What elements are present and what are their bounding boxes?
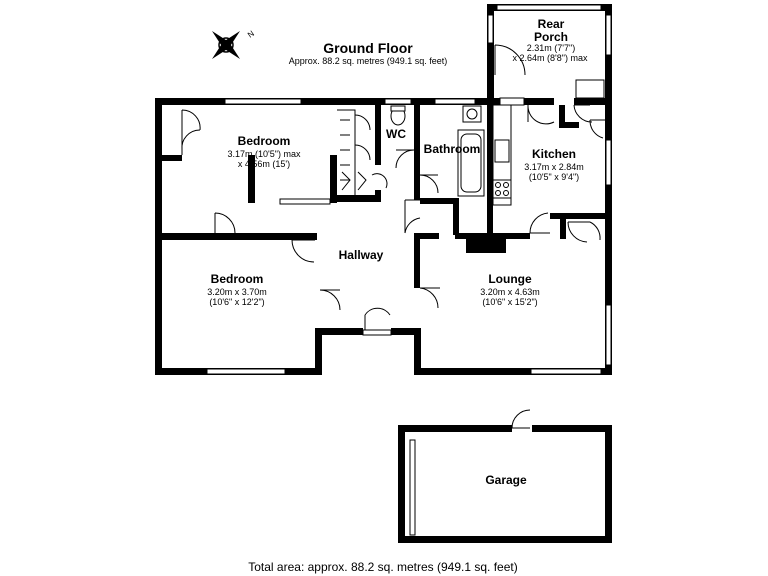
room-name: Porch [534, 30, 568, 44]
plan-title: Ground Floor [323, 40, 413, 56]
room-rear-porch: Rear Porch 2.31m (7'7") x 2.64m (8'8") m… [513, 17, 588, 63]
plan-subtitle: Approx. 88.2 sq. metres (949.1 sq. feet) [289, 56, 448, 66]
fixtures [390, 79, 605, 206]
basin-icon [462, 105, 482, 123]
wardrobes [181, 109, 388, 195]
garage-walls [398, 425, 612, 543]
room-dimension: 3.17m (10'5") max [228, 149, 301, 159]
room-dimension: x 4.56m (15') [238, 159, 290, 169]
room-bedroom-1: Bedroom 3.17m (10'5") max x 4.56m (15') [228, 134, 301, 169]
room-bathroom-name: Bathroom [424, 142, 481, 156]
room-dimension: 3.17m x 2.84m [524, 162, 584, 172]
room-dimension: (10'6" x 12'2") [209, 297, 264, 307]
room-name: Bedroom [211, 272, 264, 286]
room-garage-name: Garage [485, 473, 527, 487]
room-dimension: (10'5" x 9'4") [529, 172, 579, 182]
room-name: Lounge [488, 272, 532, 286]
hob-icon [492, 179, 512, 199]
room-lounge: Lounge 3.20m x 4.63m (10'6" x 15'2") [480, 272, 540, 307]
room-dimension: (10'6" x 15'2") [482, 297, 537, 307]
bathtub-icon [457, 129, 485, 197]
room-name: Bedroom [238, 134, 291, 148]
room-wc-name: WC [386, 127, 406, 141]
room-bedroom-2: Bedroom 3.20m x 3.70m (10'6" x 12'2") [207, 272, 267, 307]
total-area-footer: Total area: approx. 88.2 sq. metres (949… [248, 560, 517, 574]
windows [206, 4, 612, 536]
doors [214, 44, 605, 429]
room-dimension: 3.20m x 3.70m [207, 287, 267, 297]
compass-north-letter: N [246, 29, 256, 40]
room-dimension: 2.31m (7'7") [527, 43, 575, 53]
room-kitchen: Kitchen 3.17m x 2.84m (10'5" x 9'4") [524, 147, 584, 182]
room-dimension: 3.20m x 4.63m [480, 287, 540, 297]
room-name: Rear [538, 17, 565, 31]
room-hallway-name: Hallway [339, 248, 384, 262]
room-dimension: x 2.64m (8'8") max [513, 53, 588, 63]
compass-icon: N [212, 29, 256, 59]
room-name: Kitchen [532, 147, 576, 161]
kitchen-sink-icon [494, 139, 510, 163]
